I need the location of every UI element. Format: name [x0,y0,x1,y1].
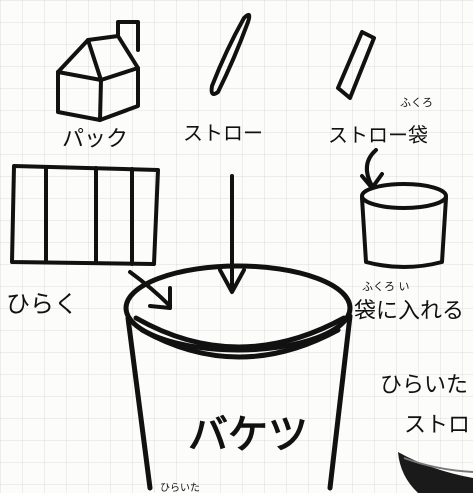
arrow-wrapper-to-bag [360,148,384,190]
ruby-straw-bag: ふくろ [400,96,433,109]
opened-straw-illustration [398,452,473,493]
arrow-carton-to-bucket [128,270,172,310]
flattened-carton-icon [10,164,160,266]
label-pack: パック [62,127,128,152]
ruby-put-in-bag: ふくろ い [362,280,410,293]
arrow-straw-to-bucket [218,174,246,294]
label-opened-line1: ひらいた [380,373,468,398]
label-opened-line2: ストロ [404,413,470,438]
ruby-bottom: ひらいた [160,482,200,493]
label-straw-bag: ストロー袋 [328,123,428,147]
label-open: ひらく [6,290,78,318]
straw-wrapper-icon [336,30,376,100]
label-straw: ストロー [183,121,263,145]
label-put-in-bag: 袋に入れる [354,299,464,324]
milk-carton-icon [56,20,140,122]
bag-container-icon [360,182,448,269]
label-bucket: バケツ [188,412,308,458]
straw-icon [209,12,252,96]
bucket-icon [123,263,353,491]
